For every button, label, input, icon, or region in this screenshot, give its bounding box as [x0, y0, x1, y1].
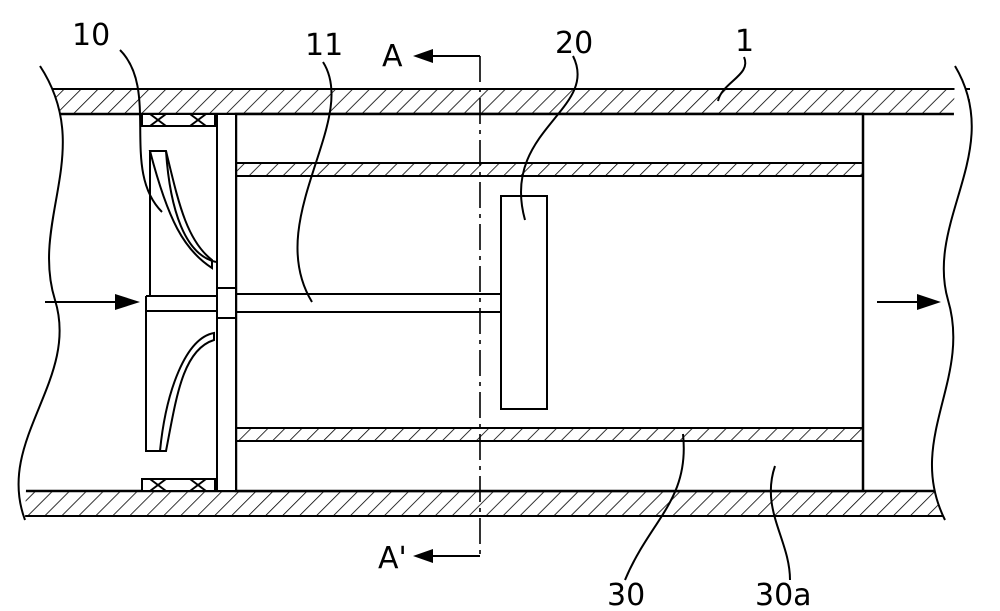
- label-motor: 20: [555, 26, 593, 61]
- label-shaft: 11: [305, 28, 343, 63]
- label-fan: 10: [72, 18, 110, 53]
- inlet-flow-arrow: [45, 294, 140, 310]
- label-section-bottom: A': [378, 541, 407, 576]
- label-channel: 30a: [755, 578, 812, 611]
- fan: [146, 151, 217, 451]
- shaft-hub: [217, 288, 236, 318]
- break-line-left: [19, 66, 63, 520]
- label-pipe: 1: [735, 24, 754, 59]
- liner-upper-band: [236, 163, 863, 176]
- outlet-flow-arrow: [877, 294, 941, 310]
- pipe-wall-bottom: [25, 491, 945, 516]
- label-liner: 30: [607, 578, 645, 611]
- motor-block: [501, 196, 547, 409]
- bearing-top: [142, 114, 215, 126]
- liner-lower-band: [236, 428, 863, 441]
- label-section-top: A: [382, 39, 403, 74]
- bearing-bottom: [142, 479, 215, 491]
- break-line-right: [932, 66, 972, 520]
- pipe-wall-top: [50, 89, 970, 114]
- leader-10: [120, 50, 162, 212]
